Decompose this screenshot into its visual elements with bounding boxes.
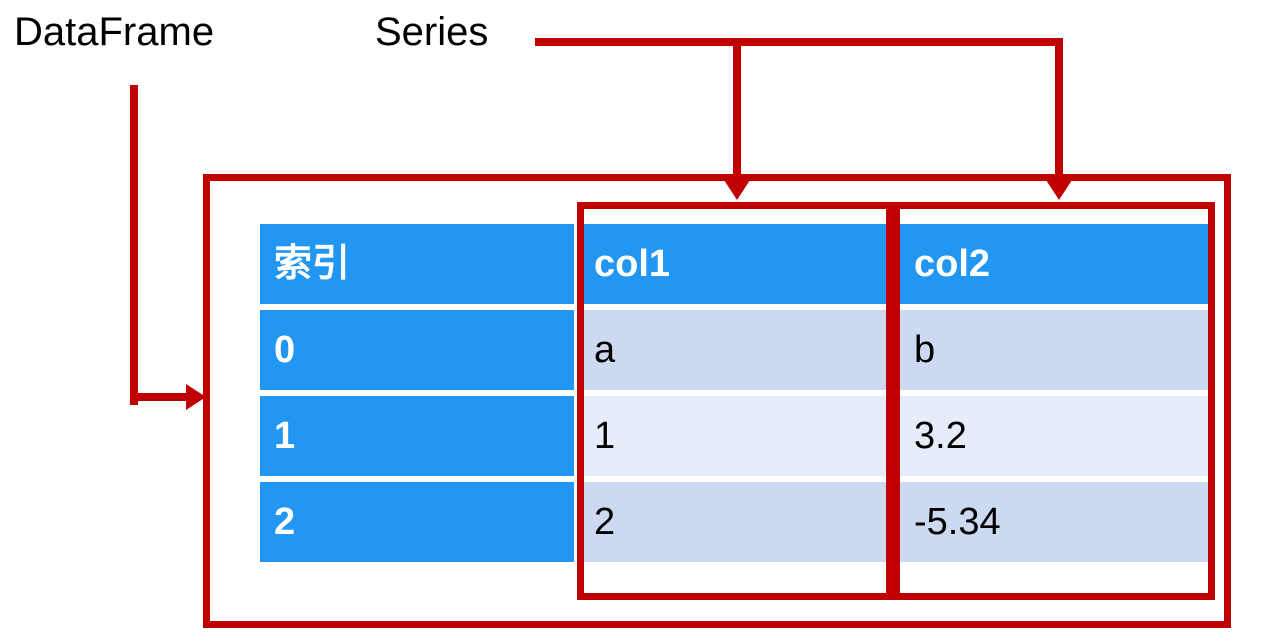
table-row: 2 2 -5.34 xyxy=(260,482,1210,562)
cell-col1: a xyxy=(580,310,890,390)
cell-col1: 1 xyxy=(580,396,890,476)
header-cell-col2: col2 xyxy=(900,224,1210,304)
series-label: Series xyxy=(375,10,489,54)
col2-series-highlight-box xyxy=(893,202,1215,600)
col1-series-highlight-box xyxy=(577,202,893,600)
dataframe-connector-horizontal xyxy=(130,393,192,401)
header-cell-col1: col1 xyxy=(580,224,890,304)
table-header-row: 索引 col1 col2 xyxy=(260,224,1210,304)
dataframe-table: 索引 col1 col2 0 a b 1 1 3.2 2 2 -5.34 xyxy=(260,224,1210,568)
cell-index: 0 xyxy=(260,310,574,390)
table-row: 0 a b xyxy=(260,310,1210,390)
dataframe-highlight-box xyxy=(203,174,1231,628)
series-connector-drop-col2 xyxy=(1055,38,1063,182)
cell-col2: 3.2 xyxy=(900,396,1210,476)
cell-index: 1 xyxy=(260,396,574,476)
series-arrowhead-col2 xyxy=(1046,180,1072,200)
dataframe-connector-vertical xyxy=(130,85,138,405)
header-cell-index: 索引 xyxy=(260,224,574,304)
table-row: 1 1 3.2 xyxy=(260,396,1210,476)
cell-col2: b xyxy=(900,310,1210,390)
series-connector-drop-col1 xyxy=(733,38,741,182)
cell-index: 2 xyxy=(260,482,574,562)
series-connector-rail xyxy=(535,38,1063,46)
dataframe-arrowhead xyxy=(186,384,206,410)
cell-col2: -5.34 xyxy=(900,482,1210,562)
dataframe-label: DataFrame xyxy=(14,10,215,54)
cell-col1: 2 xyxy=(580,482,890,562)
series-arrowhead-col1 xyxy=(724,180,750,200)
